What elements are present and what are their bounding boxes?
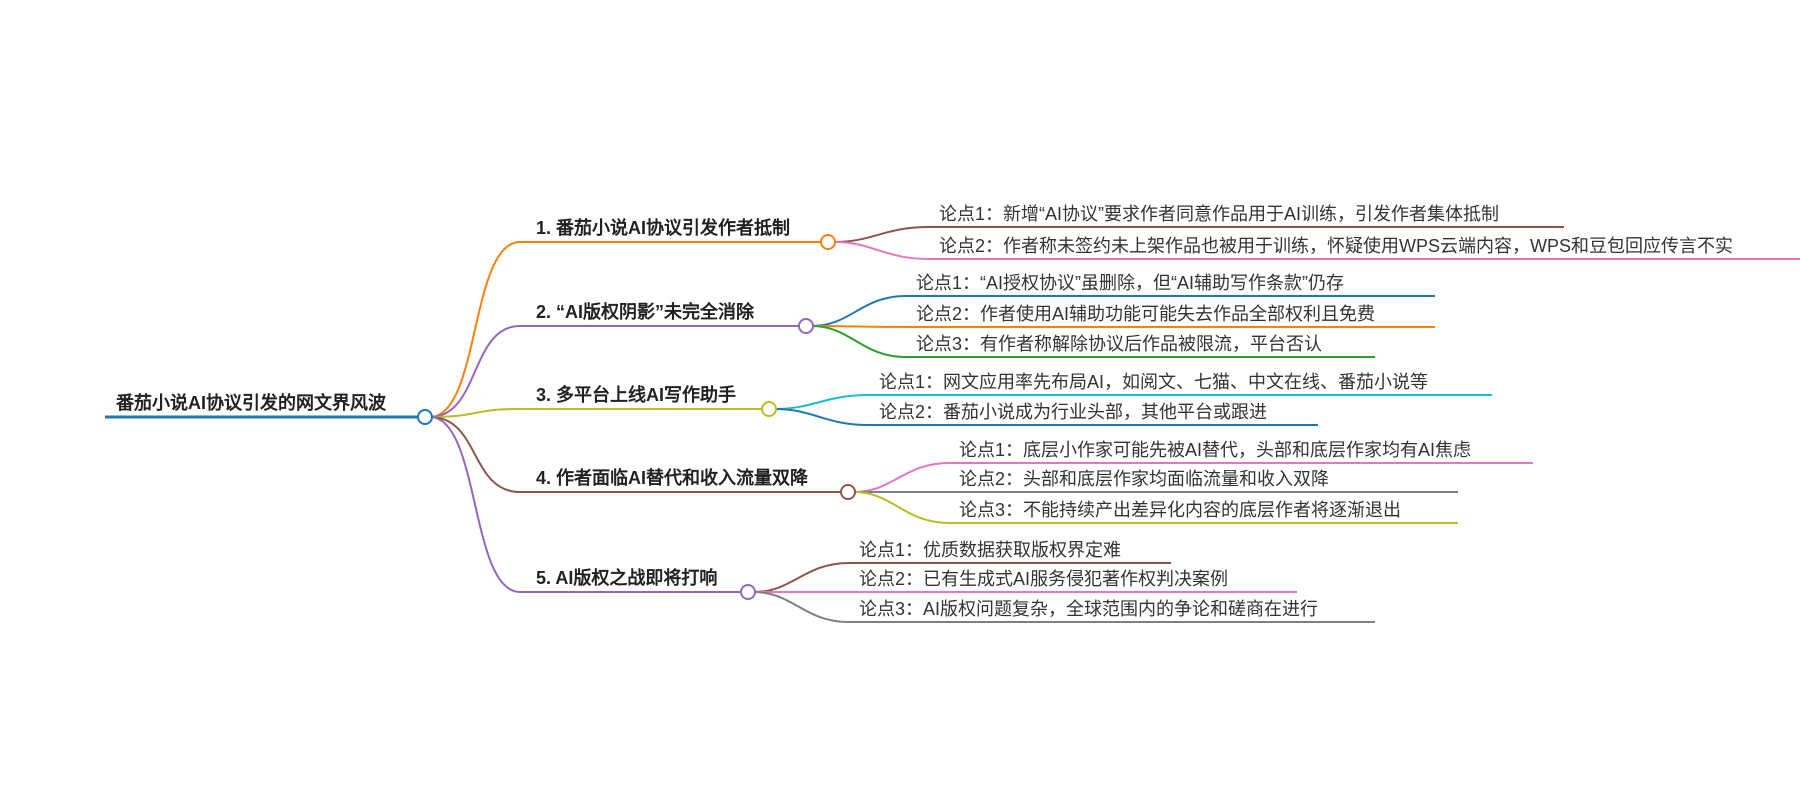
branch-collapse-toggle-icon xyxy=(798,318,814,334)
branch-collapse-toggle-icon xyxy=(761,401,777,417)
point-4-2[interactable]: 论点2：头部和底层作家均面临流量和收入双降 xyxy=(959,469,1330,489)
point-connector xyxy=(753,562,1171,593)
branch-collapse-toggle-icon xyxy=(740,584,756,600)
branch-collapse-toggle-icon xyxy=(840,484,856,500)
point-connector xyxy=(774,394,1492,410)
point-connector xyxy=(833,226,1564,243)
branch-2-topic[interactable]: 2. “AI版权阴影”未完全消除 xyxy=(536,302,755,322)
point-3-1[interactable]: 论点1：网文应用率先布局AI，如阅文、七猫、中文在线、番茄小说等 xyxy=(879,372,1429,392)
branch-5-topic[interactable]: 5. AI版权之战即将打响 xyxy=(536,568,718,588)
branch-connector xyxy=(429,416,841,493)
point-connector xyxy=(774,408,1318,426)
branch-connector xyxy=(429,416,741,593)
branch-connector xyxy=(429,408,762,418)
point-2-3[interactable]: 论点3：有作者称解除协议后作品被限流，平台否认 xyxy=(916,334,1323,354)
point-1-1[interactable]: 论点1：新增“AI协议”要求作者同意作品用于AI训练，引发作者集体抵制 xyxy=(939,204,1500,224)
point-2-1[interactable]: 论点1：“AI授权协议”虽删除，但“AI辅助写作条款”仍存 xyxy=(916,273,1344,293)
branch-3-topic[interactable]: 3. 多平台上线AI写作助手 xyxy=(536,385,737,405)
point-connector xyxy=(853,462,1533,493)
point-5-1[interactable]: 论点1：优质数据获取版权界定难 xyxy=(859,540,1122,560)
branch-1-topic[interactable]: 1. 番茄小说AI协议引发作者抵制 xyxy=(536,218,791,238)
point-5-2[interactable]: 论点2：已有生成式AI服务侵犯著作权判决案例 xyxy=(859,569,1229,589)
branch-connector xyxy=(429,325,799,418)
point-4-3[interactable]: 论点3：不能持续产出差异化内容的底层作者将逐渐退出 xyxy=(959,500,1402,520)
point-connector xyxy=(753,591,1375,623)
point-connector xyxy=(811,325,1435,328)
point-5-3[interactable]: 论点3：AI版权问题复杂，全球范围内的争论和磋商在进行 xyxy=(859,599,1319,619)
point-3-2[interactable]: 论点2：番茄小说成为行业头部，其他平台或跟进 xyxy=(879,402,1268,422)
point-4-1[interactable]: 论点1：底层小作家可能先被AI替代，头部和底层作家均有AI焦虑 xyxy=(959,440,1472,460)
point-connector xyxy=(811,325,1375,358)
root-collapse-toggle-icon xyxy=(417,409,433,425)
branch-collapse-toggle-icon xyxy=(820,234,836,250)
point-connector xyxy=(853,491,1458,524)
point-2-2[interactable]: 论点2：作者使用AI辅助功能可能失去作品全部权利且免费 xyxy=(916,304,1376,324)
point-connector xyxy=(833,241,1800,260)
point-1-2[interactable]: 论点2：作者称未签约未上架作品也被用于训练，怀疑使用WPS云端内容，WPS和豆包… xyxy=(939,236,1734,256)
branch-connector xyxy=(429,241,821,418)
root-topic[interactable]: 番茄小说AI协议引发的网文界风波 xyxy=(116,393,386,413)
point-connector xyxy=(811,295,1435,327)
branch-4-topic[interactable]: 4. 作者面临AI替代和收入流量双降 xyxy=(536,468,809,488)
